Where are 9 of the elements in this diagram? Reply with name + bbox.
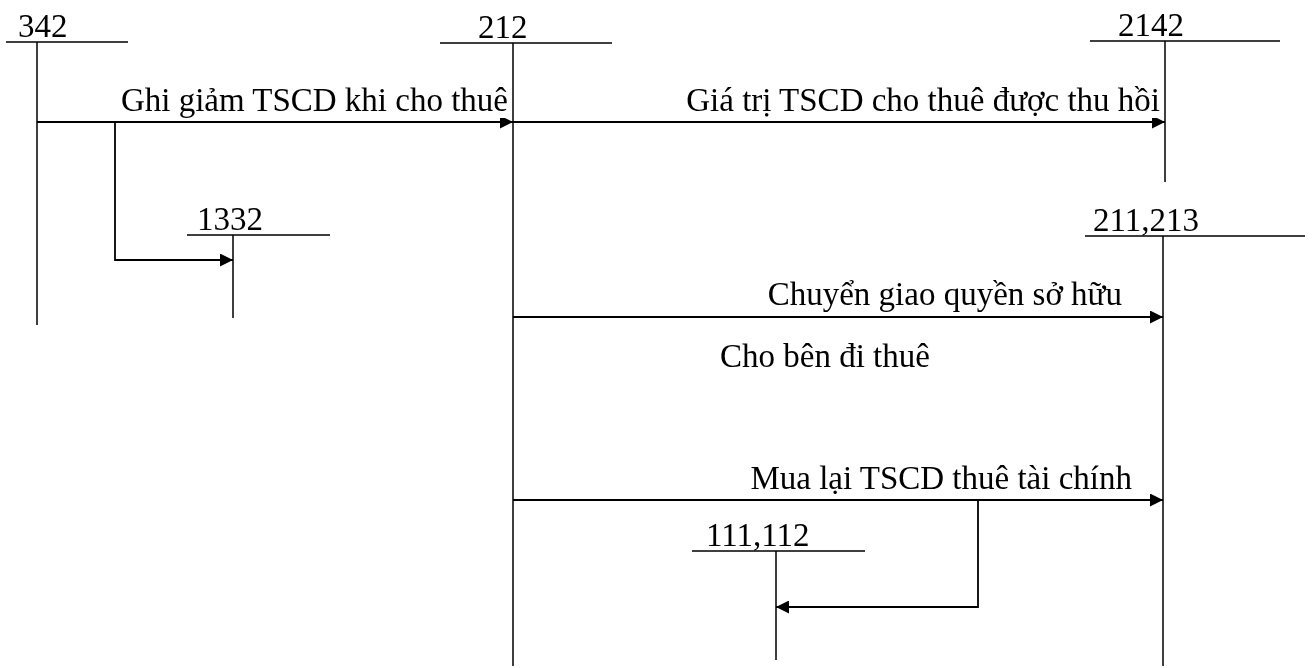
account-number: 1332 [197,202,263,236]
arrow [512,310,1164,324]
arrow [512,499,979,614]
account-number: 211,213 [1093,203,1200,237]
arrow [36,121,234,267]
account-number: 2142 [1118,8,1184,42]
account-number: 111,112 [706,518,810,552]
account-number: 342 [18,9,68,43]
account-number: 212 [478,10,528,44]
